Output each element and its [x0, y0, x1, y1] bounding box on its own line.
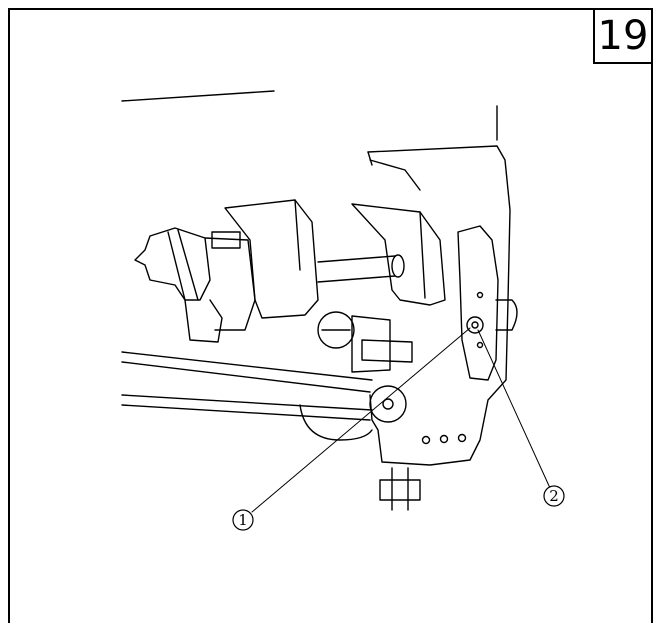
shaft [317, 255, 396, 283]
callout-1-label: 1 [238, 511, 248, 529]
arm-upper [121, 351, 373, 381]
leader-line-1 [251, 327, 471, 513]
figure-number: 19 [593, 10, 651, 64]
arm-lower-2 [121, 394, 373, 411]
leader-line-2 [477, 329, 551, 489]
arm-lower-3 [121, 404, 371, 421]
arm-lower-1 [121, 361, 371, 393]
roller-1 [369, 385, 407, 423]
lever-plate [457, 225, 499, 381]
callout-2-label: 2 [549, 487, 559, 505]
center-block [351, 203, 446, 306]
figure-frame: 19 [8, 8, 653, 623]
lower-base [299, 404, 373, 441]
callout-1: 1 [232, 509, 254, 531]
callout-2: 2 [543, 485, 565, 507]
needle-bar [391, 467, 409, 511]
housing-body [367, 145, 511, 466]
stray-line [121, 90, 275, 102]
left-bracket [134, 227, 211, 301]
rear-block [224, 199, 319, 319]
thumb-screw [317, 311, 355, 349]
screw-2 [466, 316, 484, 334]
